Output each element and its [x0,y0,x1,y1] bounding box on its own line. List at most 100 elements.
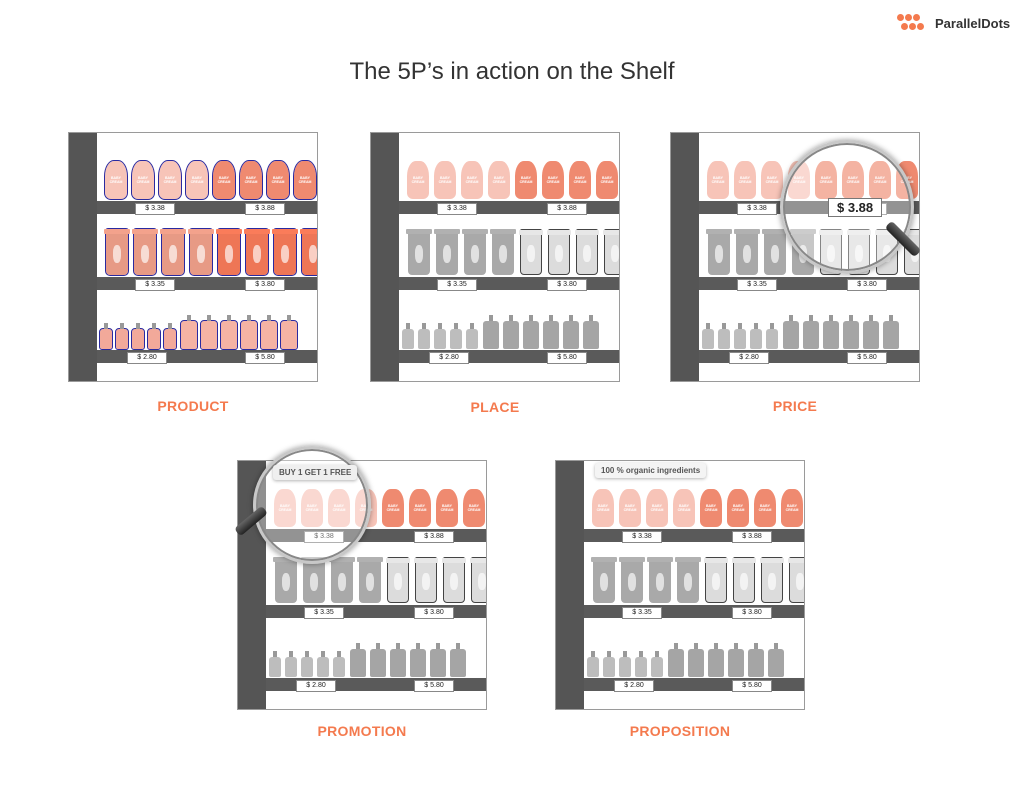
cream-bottle: BABY CREAM [266,160,290,200]
cream-tube [245,228,269,276]
pump-bottle [783,315,799,349]
pump-bottle [180,315,198,350]
cream-tube [443,557,465,603]
tube-window [252,245,262,263]
pump-bottle [450,643,466,677]
bottle-label: BABY CREAM [386,504,400,512]
cream-bottle: BABY CREAM [407,161,429,199]
pump-bottle [863,315,879,349]
cream-bottle: BABY CREAM [734,161,756,199]
panel-caption: PRICE [772,398,818,414]
cream-tube [273,228,297,276]
pump-bottle [843,315,859,349]
tube-window [196,245,206,263]
pump-bottle [603,651,615,677]
cream-tube [649,557,671,603]
price-tag: $ 2.80 [614,680,654,692]
bottle-label: BABY CREAM [600,176,614,184]
shelf-floor [97,381,317,382]
cream-bottle: BABY CREAM [409,489,431,527]
pump-bottle [583,315,599,349]
cream-tube [764,229,786,275]
logo-dots-icon [897,14,929,32]
cream-tube [705,557,727,603]
bottle-label: BABY CREAM [731,504,745,512]
cream-bottle: BABY CREAM [488,161,510,199]
tube-window [742,245,752,263]
pump-bottle [728,643,744,677]
pump-bottle [466,323,478,349]
price-tag: $ 3.35 [135,279,175,291]
price-tag: $ 3.80 [732,607,772,619]
cream-tube [621,557,643,603]
bottle-label: BABY CREAM [244,176,258,184]
pump-bottle [430,643,446,677]
cream-bottle: BABY CREAM [104,160,128,200]
bottle-label: BABY CREAM [190,176,204,184]
cream-tube [492,229,514,275]
price-tag: $ 5.80 [245,352,285,364]
cream-tube [436,229,458,275]
brand-name: ParallelDots [935,15,1011,31]
tube-window [714,245,724,263]
pump-bottle [503,315,519,349]
pump-bottle [370,643,386,677]
cream-tube [761,557,783,603]
tube-window [655,573,665,591]
bottle-label: BABY CREAM [438,176,452,184]
bottle-label: BABY CREAM [411,176,425,184]
panel-caption: PROMOTION [317,723,407,739]
price-tag: $ 3.35 [622,607,662,619]
tube-window [627,573,637,591]
panel-caption: PRODUCT [157,398,229,414]
price-tag: $ 3.38 [737,203,777,215]
price-tag: $ 3.80 [245,279,285,291]
pump-bottle [523,315,539,349]
bottle-label: BABY CREAM [785,504,799,512]
tube-window [599,573,609,591]
cream-bottle: BABY CREAM [619,489,641,527]
cream-tube [359,557,381,603]
pump-bottle [748,643,764,677]
pump-bottle [688,643,704,677]
tube-window [308,245,317,263]
cream-tube [593,557,615,603]
cream-bottle: BABY CREAM [707,161,729,199]
cream-tube [471,557,486,603]
cream-tube [415,557,437,603]
pump-bottle [619,651,631,677]
pump-bottle [220,315,238,350]
tube-window [555,245,563,263]
bottle-label: BABY CREAM [711,176,725,184]
price-tag: $ 2.80 [729,352,769,364]
cream-bottle: BABY CREAM [569,161,591,199]
bottle-label: BABY CREAM [136,176,150,184]
cream-tube [303,557,325,603]
price-tag: $ 3.88 [414,531,454,543]
pump-bottle [883,315,899,349]
tube-window [683,573,693,591]
pump-bottle [708,643,724,677]
tube-window [450,573,458,591]
cream-bottle: BABY CREAM [293,160,317,200]
cream-bottle: BABY CREAM [646,489,668,527]
price-tag: $ 5.80 [414,680,454,692]
price-tag: $ 3.80 [547,279,587,291]
pump-bottle [240,315,258,350]
pump-bottle [131,323,145,350]
cream-bottle: BABY CREAM [754,489,776,527]
cream-tube [677,557,699,603]
pump-bottle [766,323,778,349]
pump-bottle [402,323,414,349]
bottle-label: BABY CREAM [519,176,533,184]
bottle-label: BABY CREAM [573,176,587,184]
cream-bottle: BABY CREAM [781,489,803,527]
price-tag: $ 2.80 [127,352,167,364]
promo-label: BUY 1 GET 1 FREE [273,465,358,480]
cream-tube [464,229,486,275]
bottle-label: BABY CREAM [758,504,772,512]
price-tag: $ 3.88 [547,203,587,215]
pump-bottle [115,323,129,350]
